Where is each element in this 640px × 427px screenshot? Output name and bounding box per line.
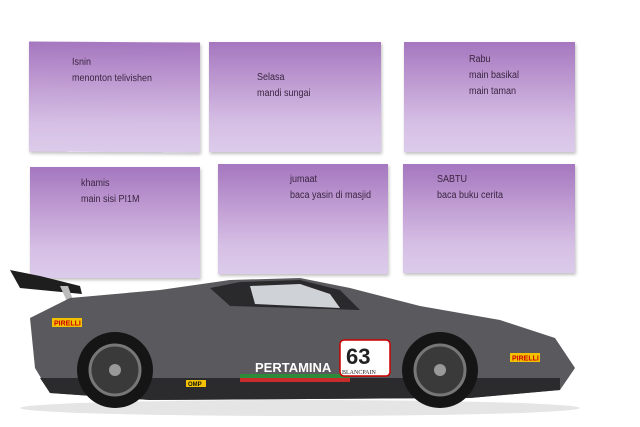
sticky-note-rabu: Rabu main basikal main taman — [404, 42, 575, 152]
note-activity: baca buku cerita — [437, 190, 504, 201]
race-number: 63 — [346, 344, 370, 369]
note-activity: main basikal — [469, 70, 520, 81]
sponsor-decal: PERTAMINA — [255, 360, 332, 375]
note-day: SABTU — [437, 174, 468, 185]
race-car-image: PIRELLI PIRELLI PERTAMINA 63 BLANCPAIN O… — [10, 270, 580, 416]
sticky-note-isnin: Isnin menonton telivishen — [29, 41, 200, 153]
note-activity: baca yasin di masjid — [290, 190, 372, 201]
note-activity: menonton telivishen — [72, 72, 153, 85]
sticky-note-jumaat: jumaat baca yasin di masjid — [218, 164, 388, 274]
sticky-note-khamis: khamis main sisi PI1M — [30, 167, 200, 278]
pirelli-decal-front: PIRELLI — [512, 356, 539, 363]
note-day: khamis — [81, 178, 110, 189]
sticky-note-sabtu: SABTU baca buku cerita — [403, 164, 575, 273]
note-day: Selasa — [257, 72, 285, 83]
pirelli-decal-rear: PIRELLI — [54, 321, 81, 328]
note-day: Isnin — [72, 56, 92, 68]
note-activity: main taman — [469, 86, 517, 97]
note-activity: mandi sungai — [257, 88, 311, 99]
blancpain-decal: BLANCPAIN — [342, 370, 376, 376]
note-day: Rabu — [469, 54, 491, 65]
front-wheel — [402, 332, 478, 408]
rear-wing — [10, 270, 82, 294]
sticky-note-selasa: Selasa mandi sungai — [209, 42, 381, 152]
rear-wheel — [77, 332, 153, 408]
note-activity: main sisi PI1M — [81, 194, 140, 205]
omp-decal: OMP — [188, 382, 202, 388]
note-day: jumaat — [290, 174, 318, 185]
